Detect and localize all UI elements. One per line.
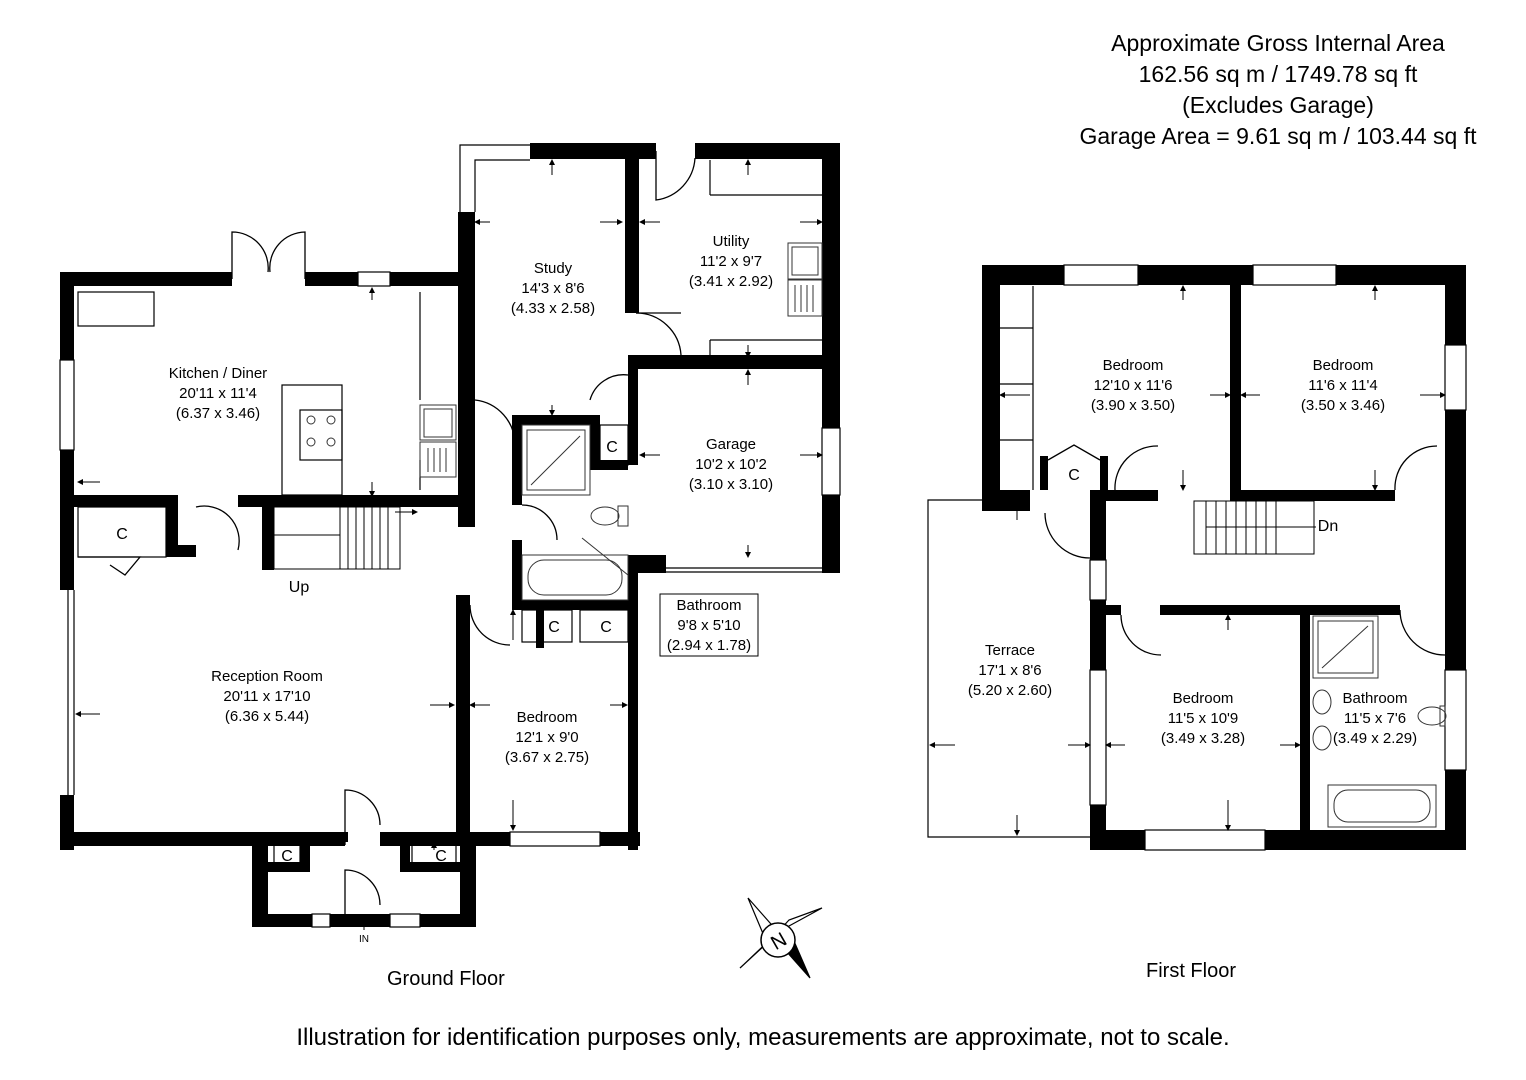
first-bathroom-name: Bathroom	[1342, 690, 1407, 707]
terrace-name: Terrace	[985, 642, 1035, 659]
utility-imperial: 11'2 x 9'7	[700, 253, 762, 270]
bedroom1-imperial: 12'10 x 11'6	[1094, 377, 1173, 394]
ground-bathroom-metric: (2.94 x 1.78)	[667, 637, 751, 654]
cupboard-label: C	[116, 526, 128, 543]
kitchen-imperial: 20'11 x 11'4	[179, 385, 257, 402]
reception-name: Reception Room	[211, 668, 323, 685]
area-note: (Excludes Garage)	[1182, 92, 1374, 118]
compass-icon: N	[739, 897, 823, 979]
study-imperial: 14'3 x 8'6	[521, 280, 584, 297]
entrance-label: IN	[359, 934, 369, 945]
ground-bathroom-name: Bathroom	[676, 597, 741, 614]
bedroom1-name: Bedroom	[1103, 357, 1164, 374]
bedroom-name: Bedroom	[517, 709, 578, 726]
bedroom3-imperial: 11'5 x 10'9	[1168, 710, 1239, 727]
utility-name: Utility	[713, 233, 750, 250]
cupboard-label: C	[1068, 467, 1080, 484]
reception-imperial: 20'11 x 17'10	[223, 688, 310, 705]
ground-bathroom-imperial: 9'8 x 5'10	[677, 617, 740, 634]
disclaimer: Illustration for identification purposes…	[296, 1024, 1230, 1051]
kitchen-metric: (6.37 x 3.46)	[176, 405, 260, 422]
kitchen-name: Kitchen / Diner	[169, 365, 267, 382]
area-title: Approximate Gross Internal Area	[1111, 30, 1445, 56]
bedroom1-metric: (3.90 x 3.50)	[1091, 397, 1175, 414]
stairs-down-label: Dn	[1318, 518, 1338, 535]
reception-metric: (6.36 x 5.44)	[225, 708, 309, 725]
area-summary: Approximate Gross Internal Area 162.56 s…	[1030, 28, 1526, 152]
bedroom2-name: Bedroom	[1313, 357, 1374, 374]
study-name: Study	[534, 260, 573, 277]
bedroom-imperial: 12'1 x 9'0	[515, 729, 578, 746]
bedroom2-metric: (3.50 x 3.46)	[1301, 397, 1385, 414]
ground-floor-label: Ground Floor	[387, 968, 505, 990]
garage-metric: (3.10 x 3.10)	[689, 476, 773, 493]
cupboard-label: C	[606, 439, 618, 456]
cupboard-label: C	[600, 619, 612, 636]
first-bathroom-imperial: 11'5 x 7'6	[1344, 710, 1406, 727]
cupboard-label: C	[435, 848, 447, 865]
first-floor-plan: Bedroom 12'10 x 11'6 (3.90 x 3.50) Bedro…	[927, 264, 1467, 851]
study-metric: (4.33 x 2.58)	[511, 300, 595, 317]
first-floor-label: First Floor	[1146, 960, 1236, 982]
garage-imperial: 10'2 x 10'2	[695, 456, 767, 473]
cupboard-label: C	[281, 848, 293, 865]
garage-name: Garage	[706, 436, 756, 453]
total-area: 162.56 sq m / 1749.78 sq ft	[1138, 61, 1418, 87]
bedroom2-imperial: 11'6 x 11'4	[1308, 377, 1377, 394]
stairs-up-label: Up	[289, 579, 310, 596]
garage-area: Garage Area = 9.61 sq m / 103.44 sq ft	[1079, 123, 1477, 149]
bedroom-metric: (3.67 x 2.75)	[505, 749, 589, 766]
bedroom3-name: Bedroom	[1173, 690, 1234, 707]
first-bathroom-metric: (3.49 x 2.29)	[1333, 730, 1417, 747]
utility-metric: (3.41 x 2.92)	[689, 273, 773, 290]
terrace-imperial: 17'1 x 8'6	[978, 662, 1041, 679]
cupboard-label: C	[548, 619, 560, 636]
bathroom-label-box	[659, 593, 759, 657]
terrace-metric: (5.20 x 2.60)	[968, 682, 1052, 699]
bedroom3-metric: (3.49 x 3.28)	[1161, 730, 1245, 747]
ground-floor-plan: Kitchen / Diner 20'11 x 11'4 (6.37 x 3.4…	[59, 143, 841, 945]
